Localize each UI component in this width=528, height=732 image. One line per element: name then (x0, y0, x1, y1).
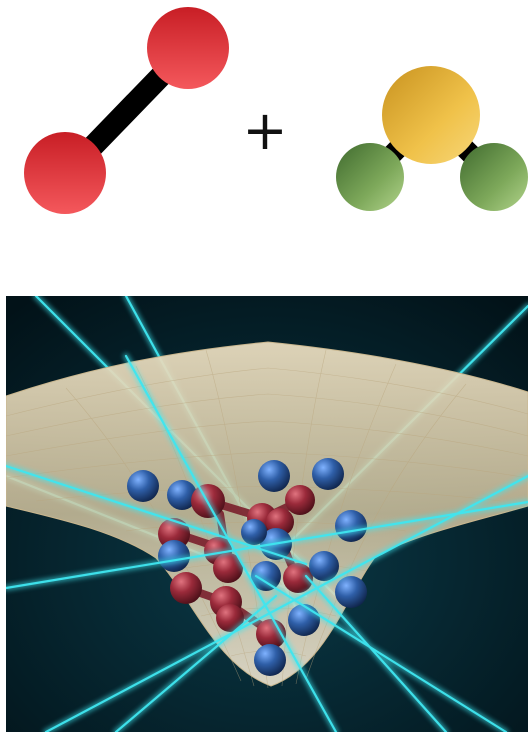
atom (335, 576, 367, 608)
atom (170, 572, 202, 604)
triatomic-molecule (336, 66, 528, 211)
atom (241, 519, 267, 545)
diatomic-molecule (24, 7, 229, 214)
atom (336, 143, 404, 211)
atom (283, 563, 313, 593)
atom (213, 553, 243, 583)
atom (167, 480, 197, 510)
reaction-equation: + (0, 0, 528, 290)
atom (127, 470, 159, 502)
trap-scene (6, 296, 528, 732)
potential-well-render (6, 296, 528, 732)
reactants-illustration (24, 7, 528, 214)
atom (460, 143, 528, 211)
atom (24, 132, 106, 214)
atom (216, 604, 244, 632)
atom (335, 510, 367, 542)
atom (382, 66, 480, 164)
atom (147, 7, 229, 89)
atom (258, 460, 290, 492)
atom (254, 644, 286, 676)
plus-sign: + (242, 99, 288, 162)
laser-beams-front (6, 353, 528, 732)
atom (309, 551, 339, 581)
atom (285, 485, 315, 515)
atom (312, 458, 344, 490)
